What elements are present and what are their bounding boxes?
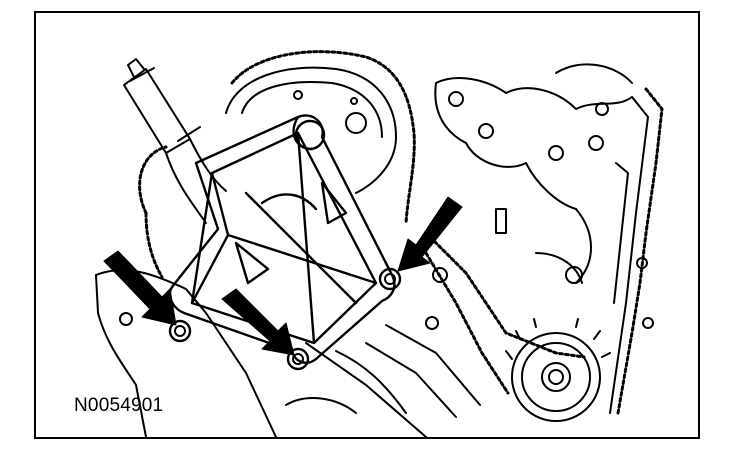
arrow-bolt-right-icon	[397, 196, 463, 272]
bolt-right	[378, 267, 402, 291]
arrow-bolt-center-icon	[221, 288, 295, 356]
arrow-bolt-left-icon	[103, 250, 177, 326]
illustration-frame: N0054901	[34, 11, 700, 439]
solenoid-actuator	[123, 58, 227, 224]
engine-block-outline	[95, 269, 481, 437]
bolt-center	[286, 347, 310, 371]
tensioner-bracket	[168, 114, 396, 364]
bolt-left	[168, 319, 192, 343]
callout-arrows	[103, 196, 463, 356]
figure-id-label: N0054901	[74, 395, 164, 416]
camshaft-timing-chain	[138, 50, 416, 279]
camshaft-sprocket	[225, 66, 397, 194]
timing-chain-diagram	[95, 50, 664, 437]
crankshaft-sprocket	[505, 318, 611, 422]
block-holes	[425, 257, 654, 330]
bracket-bolts	[168, 267, 402, 371]
cylinder-head-right	[434, 63, 633, 284]
lower-timing-chain	[424, 231, 586, 395]
right-timing-chain	[609, 87, 664, 415]
